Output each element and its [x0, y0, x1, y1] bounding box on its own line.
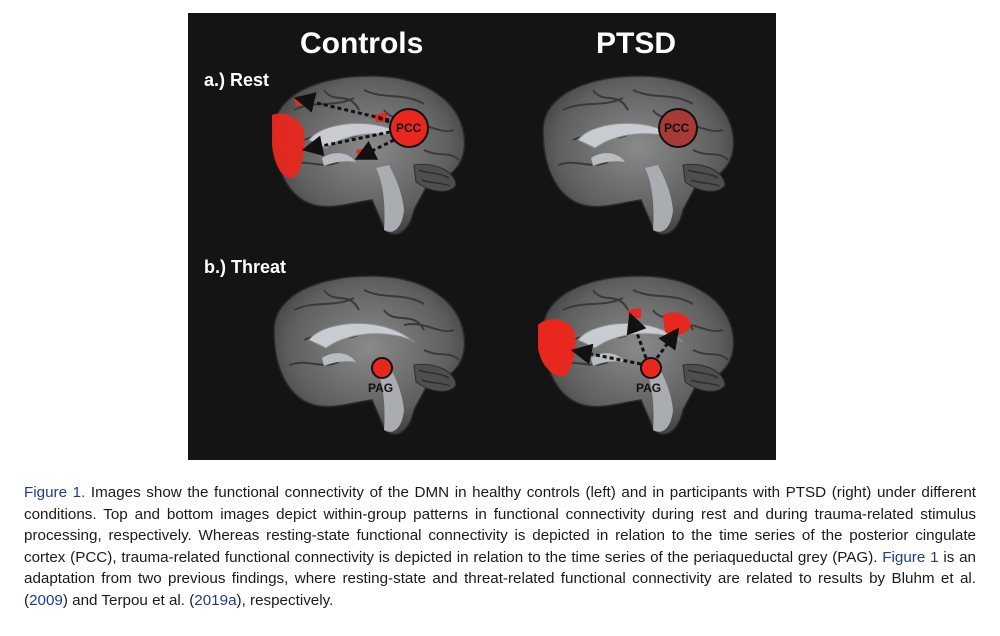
row-label-rest: a.) Rest [204, 70, 270, 90]
brain-illustration [272, 74, 735, 436]
citation-link-terpou[interactable]: 2019a [194, 591, 237, 609]
activation-region [538, 319, 576, 377]
pcc-label-controls: PCC [396, 121, 422, 135]
pcc-label-ptsd: PCC [664, 121, 690, 135]
row-label-threat: b.) Threat [204, 257, 287, 277]
pcc-marker [389, 108, 429, 148]
caption-text: Images show the functional connectivity … [24, 484, 976, 566]
brain-ptsd-threat [538, 274, 735, 436]
caption-text: ) and Terpou et al. ( [62, 591, 195, 609]
figure-link[interactable]: Figure 1 [882, 548, 939, 566]
figure-caption: Figure 1. Images show the functional con… [24, 482, 976, 611]
column-title-controls: Controls [300, 27, 424, 60]
caption-text: ), respectively. [236, 591, 334, 609]
pag-label-ptsd: PAG [636, 381, 662, 395]
figure-panel: Controls PTSD a.) Rest b.) Threat PCC PC… [188, 13, 776, 460]
pag-label-controls: PAG [368, 381, 394, 395]
caption-text: is an adaptation from two previous findi… [24, 548, 976, 609]
pag-marker [640, 357, 662, 379]
caption-label: Figure 1. [24, 484, 86, 501]
brain-controls-rest [272, 74, 466, 236]
activation-region [272, 113, 305, 179]
brain-controls-threat [273, 274, 466, 436]
brain-ptsd-rest [542, 74, 735, 236]
column-title-ptsd: PTSD [596, 27, 677, 60]
pag-marker [371, 357, 393, 379]
pcc-marker [658, 108, 698, 148]
citation-link-bluhm[interactable]: 2009 [29, 591, 63, 609]
